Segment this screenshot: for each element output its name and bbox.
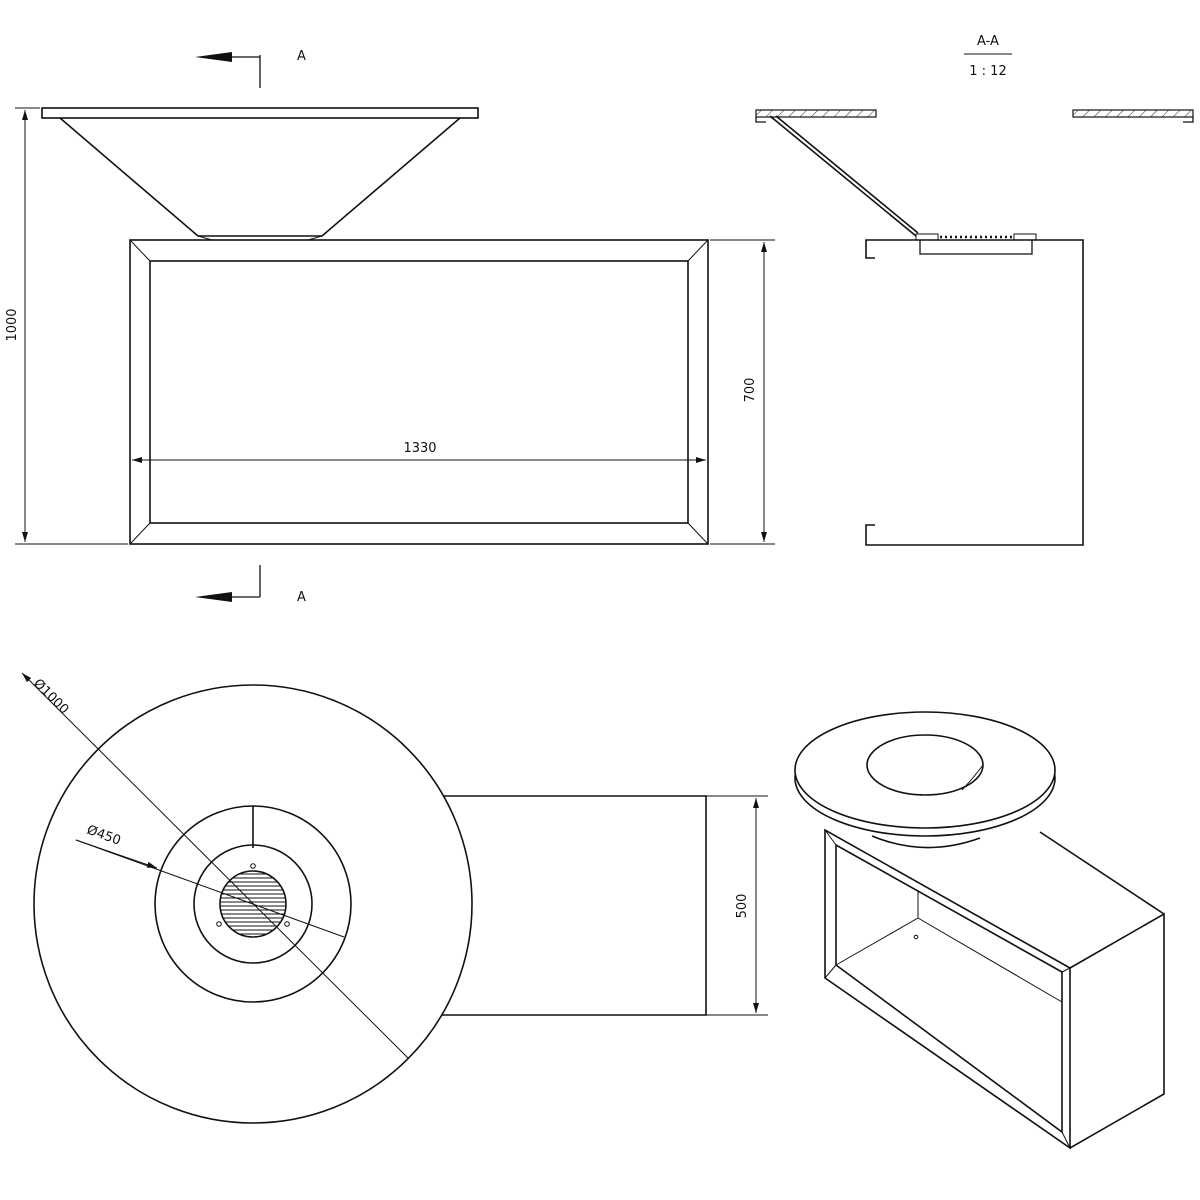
front-funnel <box>59 117 461 237</box>
top-bowl-bottom <box>193 844 313 964</box>
top-cabinet <box>440 795 707 1016</box>
dim-plate-diameter: Ø1000 <box>30 676 71 717</box>
iso-cabinet-top <box>1039 831 1165 915</box>
dim-line-opening <box>75 839 345 938</box>
iso-cabinet-front-outer <box>824 828 1071 1150</box>
section-marker-bottom: A <box>297 590 306 605</box>
front-plate <box>41 107 479 119</box>
dim-line-plate <box>21 672 409 1059</box>
iso-cabinet-side <box>1069 912 1165 1149</box>
front-cabinet-inner <box>149 260 689 524</box>
section-title: A-A <box>977 34 999 49</box>
dim-cabinet-width: 1330 <box>403 441 436 456</box>
dim-cabinet-depth: 500 <box>735 894 750 919</box>
iso-plate-top <box>794 711 1056 829</box>
section-plate-right <box>1072 109 1194 118</box>
dim-cabinet-height: 700 <box>743 378 758 403</box>
top-grate <box>219 870 287 938</box>
iso-view <box>794 711 1165 1150</box>
section-cabinet <box>865 239 1084 546</box>
section-plate-left <box>755 109 877 118</box>
front-cabinet-outer <box>129 239 709 545</box>
section-view: A-A 1 : 12 <box>755 34 1194 546</box>
dim-overall-height: 1000 <box>5 308 20 341</box>
iso-cabinet-front-inner <box>835 843 1063 1134</box>
front-view: 1000 1330 700 A A <box>5 49 775 605</box>
top-view: 500 Ø1000 <box>21 672 768 1124</box>
section-scale: 1 : 12 <box>969 64 1006 79</box>
section-marker-top: A <box>297 49 306 64</box>
